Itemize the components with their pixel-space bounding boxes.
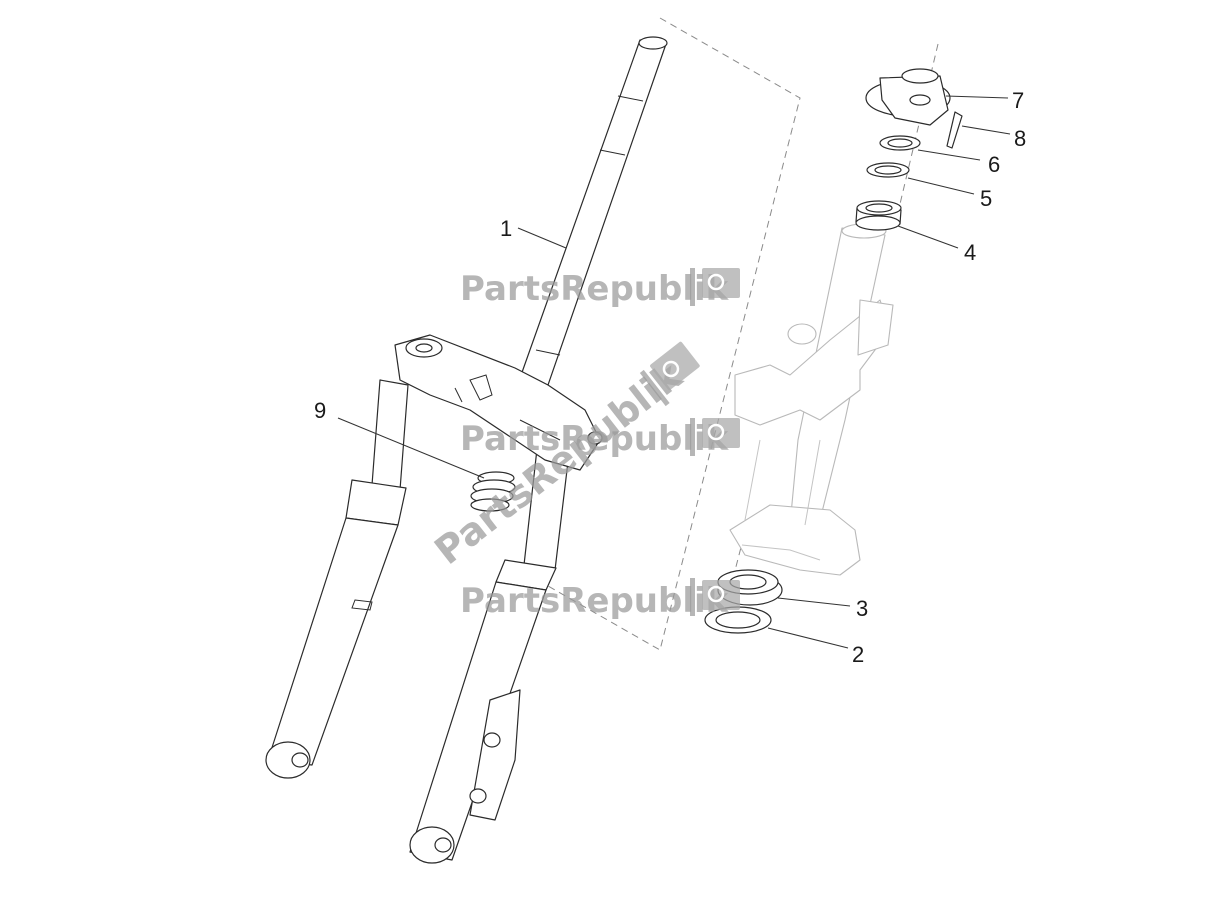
callout-label: 2 bbox=[852, 642, 864, 667]
watermark-text: PartsRepublik bbox=[460, 419, 730, 459]
callout-label: 1 bbox=[500, 216, 512, 241]
callout-2: 2 bbox=[767, 627, 864, 667]
callout-label: 9 bbox=[314, 398, 326, 423]
fork-boot bbox=[470, 471, 516, 512]
callout-label: 6 bbox=[988, 152, 1000, 177]
callout-4: 4 bbox=[897, 225, 976, 265]
lock-washer bbox=[879, 135, 921, 151]
callout-7: 7 bbox=[945, 88, 1024, 113]
steering-stem bbox=[519, 36, 668, 386]
watermark-text: PartsRepublik bbox=[460, 581, 730, 621]
fork-leg-right bbox=[409, 439, 571, 864]
triple-clamp bbox=[394, 334, 603, 471]
fork-leg-left bbox=[265, 379, 409, 779]
gear-icon bbox=[662, 360, 680, 378]
watermark-text: PartsRepublik bbox=[460, 269, 730, 309]
callout-3: 3 bbox=[777, 596, 868, 621]
watermark-3: PartsRepublik bbox=[460, 578, 740, 621]
callout-label: 8 bbox=[1014, 126, 1026, 151]
callout-1: 1 bbox=[500, 216, 567, 249]
gear-icon bbox=[707, 423, 725, 441]
callout-label: 7 bbox=[1012, 88, 1024, 113]
callout-label: 5 bbox=[980, 186, 992, 211]
lower-race bbox=[704, 606, 772, 634]
ring-nut-top bbox=[865, 68, 951, 126]
callout-label: 3 bbox=[856, 596, 868, 621]
watermark-1: PartsRepublik bbox=[460, 268, 740, 309]
callout-8: 8 bbox=[961, 125, 1026, 151]
gear-icon bbox=[707, 585, 725, 603]
callout-label: 4 bbox=[964, 240, 976, 265]
thin-washer bbox=[866, 162, 910, 178]
steering-frame-ghost bbox=[729, 223, 894, 576]
callout-9: 9 bbox=[314, 398, 485, 479]
callout-6: 6 bbox=[917, 149, 1000, 177]
gear-icon bbox=[707, 273, 725, 291]
watermark-2: PartsRepublik bbox=[460, 418, 740, 459]
upper-bearing bbox=[855, 200, 902, 231]
callout-5: 5 bbox=[907, 177, 992, 211]
split-pin bbox=[946, 111, 963, 149]
